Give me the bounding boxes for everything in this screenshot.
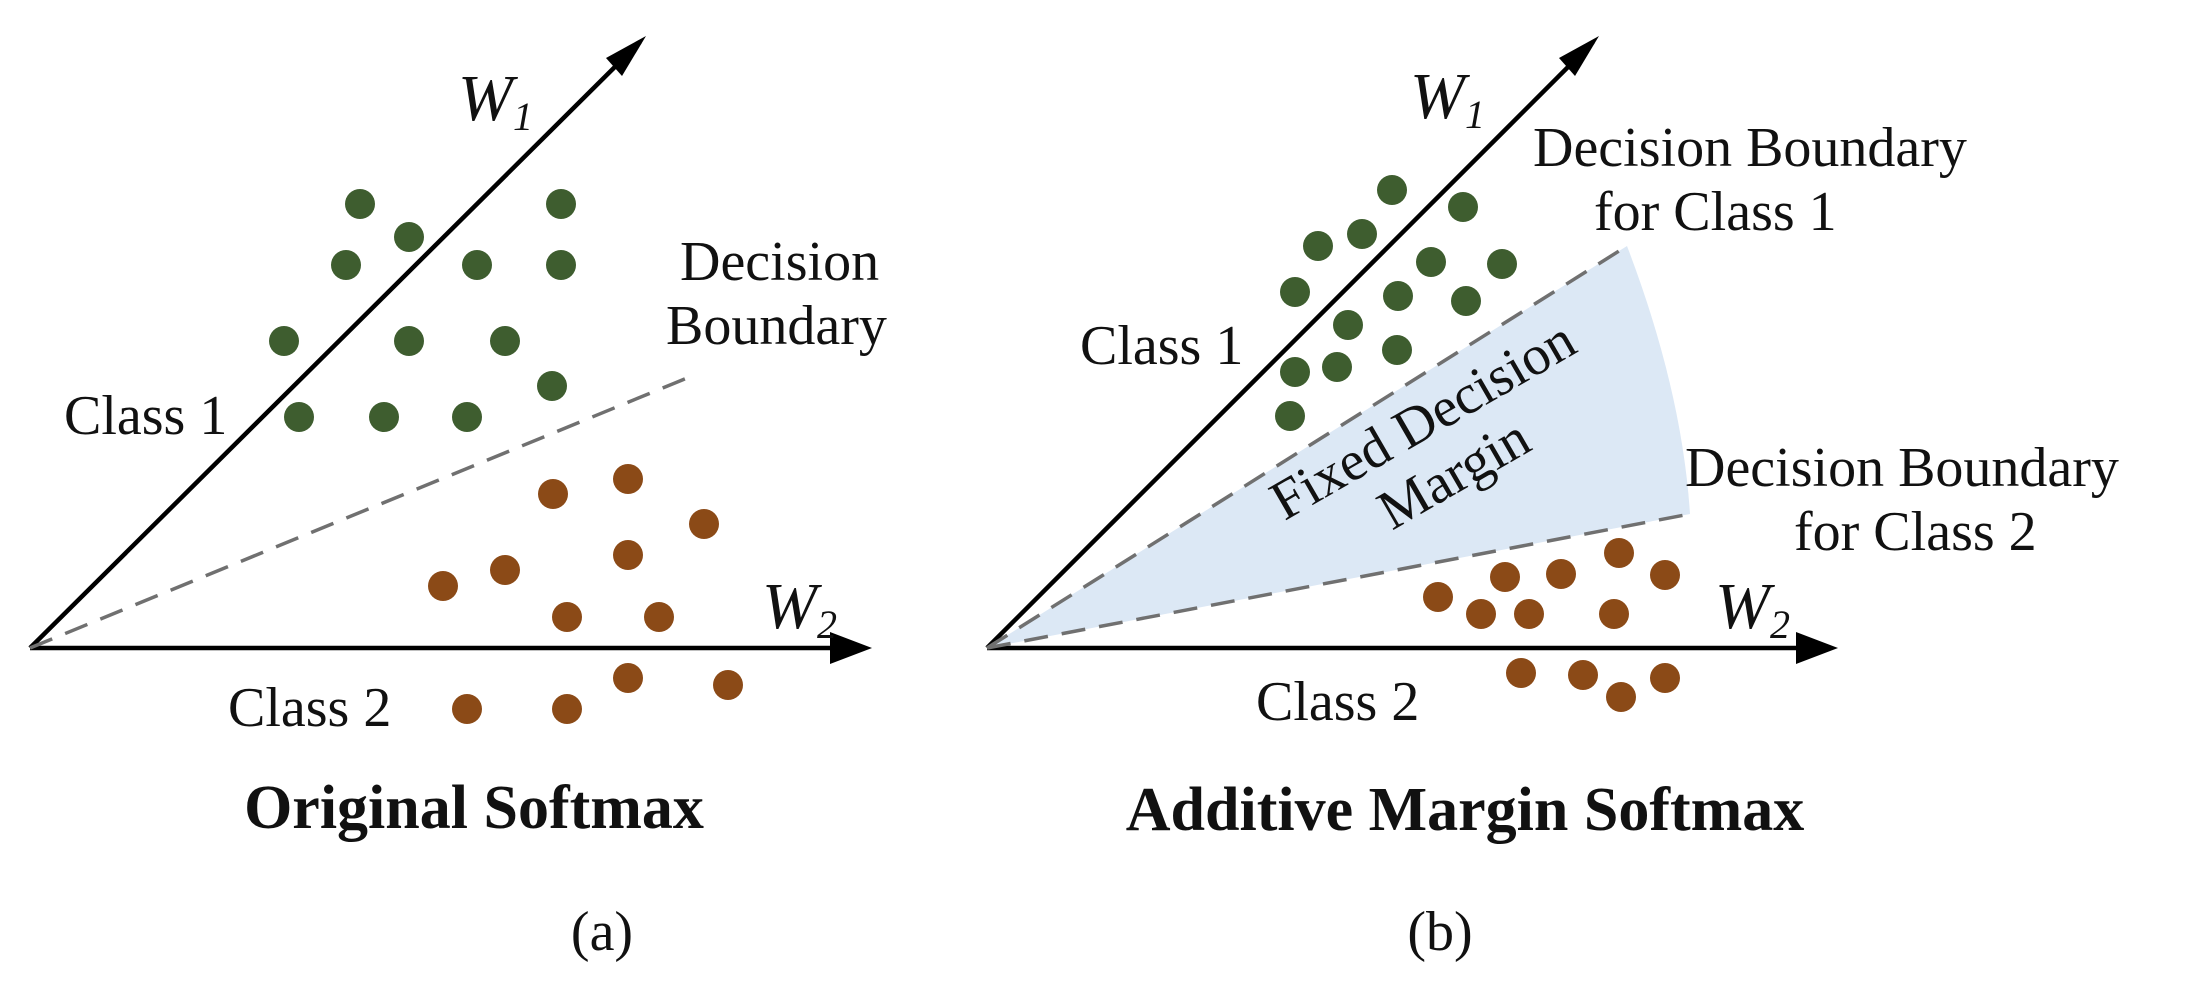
class1-point — [1275, 401, 1305, 431]
class2-point — [1568, 660, 1598, 690]
class2-point — [644, 602, 674, 632]
class2-point — [452, 694, 482, 724]
class2-point — [1490, 562, 1520, 592]
w2-arrowhead-b — [1796, 632, 1838, 664]
decision-boundary-label-a-line1: Decision — [680, 231, 879, 293]
decision-boundary-label-a-line2: Boundary — [666, 295, 887, 357]
class2-point — [613, 464, 643, 494]
class2-point — [1606, 682, 1636, 712]
class2-point — [1506, 658, 1536, 688]
class2-point — [1650, 560, 1680, 590]
class1-point — [1416, 247, 1446, 277]
class1-point — [462, 250, 492, 280]
class1-point — [1303, 231, 1333, 261]
decision-boundary-class2-label-line1: Decision Boundary — [1685, 437, 2119, 499]
class2-point — [538, 479, 568, 509]
panel-b-caption: (b) — [1407, 901, 1472, 963]
class1-point — [1448, 192, 1478, 222]
class1-point — [490, 326, 520, 356]
class2-point — [1423, 582, 1453, 612]
class2-point — [613, 663, 643, 693]
class1-point — [284, 402, 314, 432]
class2-point — [552, 694, 582, 724]
panel-a: W1 W2 Decision Boundary Class 1 Class 2 … — [28, 36, 887, 963]
w2-label-a: W2 — [762, 570, 837, 647]
class2-label-a: Class 2 — [228, 677, 391, 739]
w1-arrowhead-a — [606, 36, 646, 76]
class2-point — [1546, 559, 1576, 589]
class1-point — [369, 402, 399, 432]
decision-boundary-class1-label-line1: Decision Boundary — [1533, 117, 1967, 179]
class2-point — [689, 509, 719, 539]
class1-point — [1280, 277, 1310, 307]
class2-point — [1599, 599, 1629, 629]
decision-boundary-class2-label-line2: for Class 2 — [1794, 501, 2037, 563]
w1-axis-a — [28, 40, 642, 650]
class1-point — [1322, 352, 1352, 382]
class1-point — [1382, 335, 1412, 365]
class1-point — [537, 371, 567, 401]
class1-point — [269, 326, 299, 356]
class2-label-b: Class 2 — [1256, 671, 1419, 733]
class2-point — [428, 571, 458, 601]
class1-point — [1451, 286, 1481, 316]
class1-point — [1347, 219, 1377, 249]
panel-b: W1 W2 Decision Boundary for Class 1 Deci… — [985, 36, 2119, 963]
class1-point — [546, 189, 576, 219]
w1-label-a: W1 — [458, 62, 533, 139]
class1-points-a — [269, 189, 576, 432]
panel-b-title: Additive Margin Softmax — [1126, 776, 1805, 844]
class1-point — [1377, 175, 1407, 205]
class1-point — [394, 222, 424, 252]
class1-point — [345, 189, 375, 219]
class2-point — [1514, 599, 1544, 629]
class2-point — [713, 670, 743, 700]
class2-point — [490, 555, 520, 585]
class1-point — [1383, 281, 1413, 311]
w1-label-b: W1 — [1410, 60, 1485, 137]
panel-a-caption: (a) — [571, 901, 633, 963]
class1-point — [546, 250, 576, 280]
decision-boundary-class2 — [986, 512, 1691, 650]
decision-boundary-class1-label-line2: for Class 1 — [1594, 181, 1837, 243]
w1-axis-b — [985, 40, 1595, 650]
class1-point — [1333, 310, 1363, 340]
class1-point — [1280, 357, 1310, 387]
class1-point — [1487, 249, 1517, 279]
class2-point — [552, 602, 582, 632]
class2-point — [1466, 599, 1496, 629]
class1-point — [331, 250, 361, 280]
class1-points-b — [1275, 175, 1517, 431]
class2-points-b — [1423, 538, 1680, 712]
class2-points-a — [428, 464, 743, 724]
decision-boundary-class1 — [986, 244, 1628, 650]
class2-point — [1650, 663, 1680, 693]
panel-a-title: Original Softmax — [244, 774, 704, 842]
decision-boundary-a — [29, 374, 693, 650]
class2-point — [613, 540, 643, 570]
w2-label-b: W2 — [1715, 570, 1790, 647]
class1-point — [452, 402, 482, 432]
class1-label-b: Class 1 — [1080, 315, 1243, 377]
class1-point — [394, 326, 424, 356]
class2-point — [1604, 538, 1634, 568]
w2-arrowhead-a — [830, 632, 872, 664]
w1-arrowhead-b — [1559, 36, 1599, 76]
class1-label-a: Class 1 — [64, 385, 227, 447]
